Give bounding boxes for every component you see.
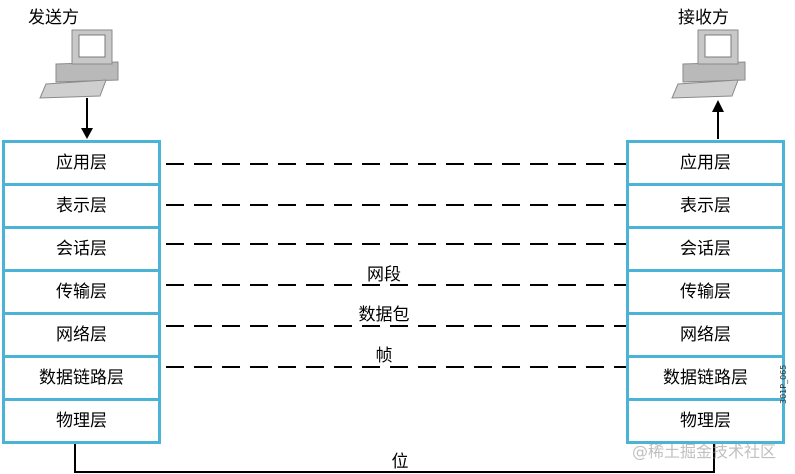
figure-code: 301P_065 [779, 364, 788, 404]
peer-dashed-lines [166, 163, 628, 368]
sender-layer-network: 网络层 [5, 315, 158, 358]
sender-title: 发送方 [28, 8, 79, 28]
receiver-computer-icon [671, 29, 746, 99]
physical-wire [74, 443, 715, 473]
sender-layer-transport: 传输层 [5, 272, 158, 315]
pdu-frame-label: 帧 [375, 346, 393, 366]
sender-layer-session: 会话层 [5, 229, 158, 272]
receiver-layer-presentation: 表示层 [629, 186, 782, 229]
pdu-packet-label: 数据包 [358, 305, 410, 325]
pdu-segment-label: 网段 [367, 265, 401, 285]
receiver-layer-datalink: 数据链路层 [629, 358, 782, 401]
sender-computer-icon [39, 29, 119, 99]
receiver-title: 接收方 [678, 8, 729, 28]
receiver-layer-transport: 传输层 [629, 272, 782, 315]
receiver-layer-network: 网络层 [629, 315, 782, 358]
receiver-layer-application: 应用层 [629, 143, 782, 186]
receiver-layer-physical: 物理层 [680, 411, 731, 431]
sender-layer-datalink: 数据链路层 [5, 358, 158, 401]
sender-down-arrow [81, 98, 93, 139]
sender-layer-application: 应用层 [5, 143, 158, 186]
watermark: @稀土掘金技术社区 [632, 442, 777, 461]
sender-layer-presentation: 表示层 [5, 186, 158, 229]
sender-layer-physical: 物理层 [56, 411, 107, 431]
pdu-bit-label: 位 [391, 452, 409, 472]
receiver-layer-session: 会话层 [629, 229, 782, 272]
receiver-up-arrow [712, 100, 724, 139]
sender-layer-stack: 应用层 表示层 会话层 传输层 网络层 数据链路层 物理层 [2, 140, 161, 444]
receiver-layer-stack: 应用层 表示层 会话层 传输层 网络层 数据链路层 物理层 [626, 140, 785, 444]
